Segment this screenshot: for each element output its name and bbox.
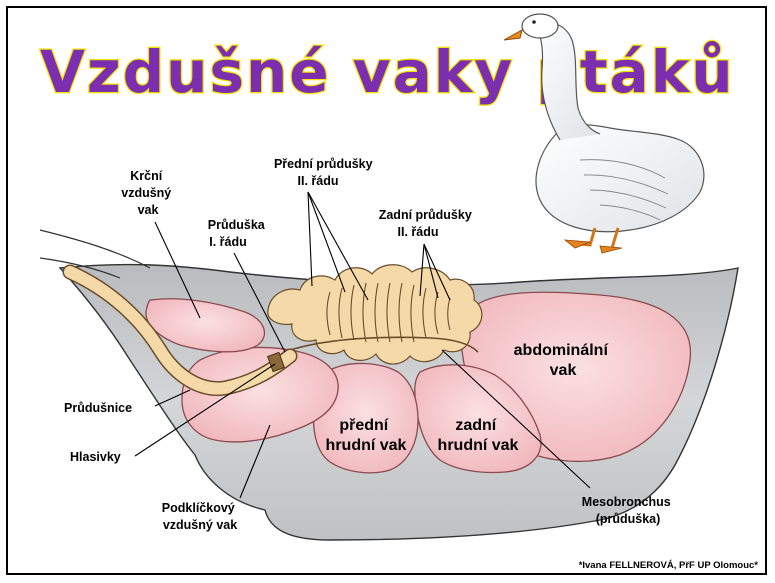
label-pruduska-1: Průduška I. řádu xyxy=(208,218,268,249)
label-hlasivky: Hlasivky xyxy=(70,450,121,464)
label-predni-prudusky: Přední průdušky II. řádu xyxy=(274,157,376,188)
credit-text: *Ivana FELLNEROVÁ, PřF UP Olomouc* xyxy=(579,560,759,571)
page-title: Vzdušné vaky ptáků xyxy=(40,38,735,106)
label-zadni-prudusky: Zadní průdušky II. řádu xyxy=(379,208,476,239)
label-prudusnice: Průdušnice xyxy=(64,401,132,415)
label-krcni: Krční vzdušný vak xyxy=(121,169,175,217)
label-podklickovy: Podklíčkový vzdušný vak xyxy=(162,501,238,532)
